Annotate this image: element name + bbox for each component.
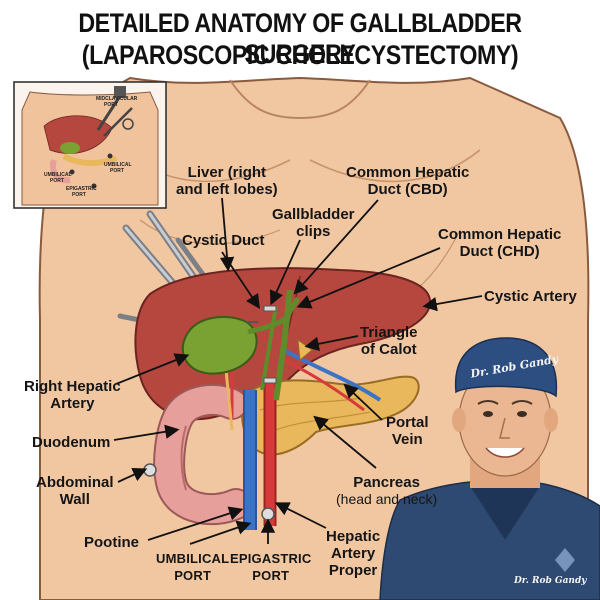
inset-umbilical-port-text: PORT [50, 178, 64, 184]
label-triangle-of-calot: Triangle of Calot [360, 324, 418, 358]
label-common-hepatic-duct-chd: Common Hepatic Duct (CHD) [438, 226, 561, 260]
label-pootine: Pootine [84, 534, 139, 551]
label-umbilical-line-1: UMBILICAL [156, 551, 230, 566]
label-pancreas-line-1: Pancreas [353, 474, 420, 491]
label-chd-top-line-1: Common Hepatic [346, 164, 470, 181]
label-chd-right-line-1: Common Hepatic [438, 226, 562, 243]
clip-1 [263, 305, 277, 312]
surgeon-portrait [379, 337, 600, 600]
label-hap-line-1: Hepatic [326, 528, 381, 545]
label-liver-line-2: and left lobes) [176, 181, 278, 198]
label-cystic-artery: Cystic Artery [484, 288, 577, 305]
label-rha-line-2: Artery [50, 395, 95, 412]
label-hepatic-artery-proper: Hepatic Artery Proper [326, 528, 380, 579]
label-umbilical-line-2: PORT [174, 568, 212, 583]
label-liver: Liver (right and left lobes) [176, 164, 278, 198]
label-pancreas: Pancreas (head and neck) [336, 474, 437, 508]
label-right-hepatic-artery: Right Hepatic Artery [24, 378, 121, 412]
title-line-1: DETAILED ANATOMY OF GALLBLADDER SURGERY [78, 8, 522, 69]
label-abdominal-wall: Abdominal Wall [36, 474, 114, 508]
epigastric-port [261, 507, 275, 521]
scrub-embroidery: Dr. Rob Gandy [514, 576, 587, 586]
inset-umbilical2-text: UMBILICAL [104, 162, 132, 168]
label-liver-line-1: Liver (right [187, 164, 267, 181]
label-portal-line-1: Portal [386, 414, 429, 431]
inset-label-umbilical-2: UMBILICAL PORT [104, 162, 132, 174]
label-portal-vein: Portal Vein [386, 414, 429, 448]
label-umbilical-port: UMBILICAL PORT [156, 550, 229, 584]
label-chd-top-line-2: Duct (CBD) [367, 181, 448, 198]
label-hap-line-2: Artery [331, 545, 376, 562]
label-chd-right-line-2: Duct (CHD) [459, 243, 540, 260]
inset-epigastric-port-text: PORT [72, 192, 86, 198]
inset-diagram [13, 81, 167, 209]
label-hap-line-3: Proper [328, 562, 378, 579]
label-cystic-duct: Cystic Duct [182, 232, 265, 249]
label-gallbladder-clips: Gallbladder clips [272, 206, 355, 240]
abdominal-wall-port [143, 463, 157, 477]
label-abdominal-line-2: Wall [59, 491, 90, 508]
inset-umbilical-text: UMBILICAL [44, 172, 72, 178]
label-gb-clips-line-2: clips [296, 223, 331, 240]
title-line-2: (LAPAROSCOPIC CHOLECYSTECTOMY) [81, 40, 519, 70]
label-epigastric-line-1: EPIGASTRIC [230, 551, 312, 566]
label-rha-line-1: Right Hepatic [24, 378, 121, 395]
label-epigastric-port: EPIGASTRIC PORT [230, 550, 311, 584]
clip-2 [263, 377, 277, 384]
inset-label-umbilical: UMBILICAL PORT [44, 172, 72, 184]
inset-label-midclavicular: MIDCLAVICULAR PORT [96, 96, 137, 108]
label-triangle-line-2: of Calot [360, 341, 417, 358]
label-pancreas-line-2: (head and neck) [336, 491, 438, 507]
label-duodenum: Duodenum [32, 434, 111, 451]
label-epigastric-line-2: PORT [252, 568, 290, 583]
label-gb-clips-line-1: Gallbladder [272, 206, 355, 223]
inset-midclavicular-port-text: PORT [104, 102, 118, 108]
label-triangle-line-1: Triangle [360, 324, 418, 341]
label-abdominal-line-1: Abdominal [36, 474, 114, 491]
inset-umbilical2-port-text: PORT [110, 168, 124, 174]
inset-midclavicular-text: MIDCLAVICULAR [96, 96, 138, 102]
label-portal-line-2: Vein [391, 431, 423, 448]
label-common-hepatic-duct-cbd: Common Hepatic Duct (CBD) [346, 164, 469, 198]
common-bile-duct [273, 289, 293, 401]
inset-label-epigastric: EPIGASTRIC PORT [66, 186, 97, 198]
inset-epigastric-text: EPIGASTRIC [66, 186, 97, 192]
